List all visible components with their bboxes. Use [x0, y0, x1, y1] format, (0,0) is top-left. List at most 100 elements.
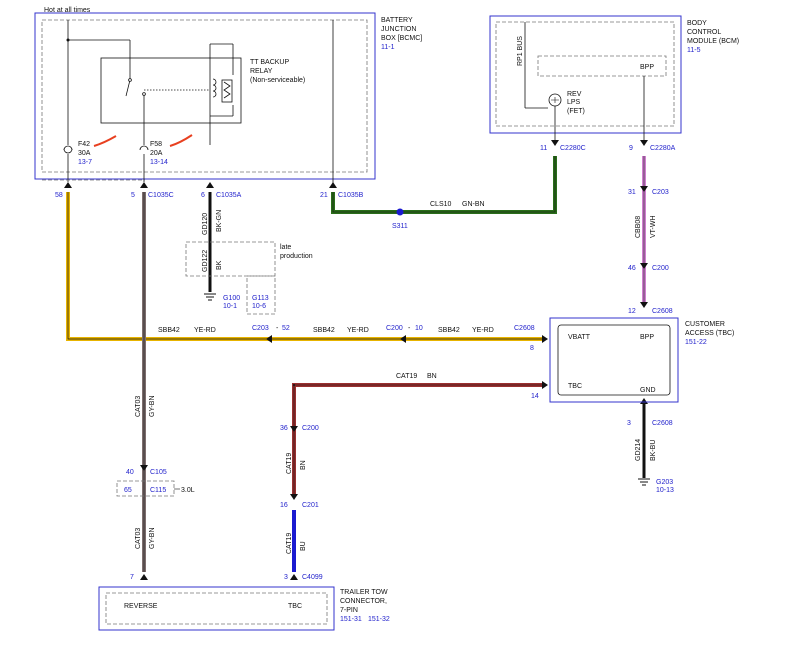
bcm-ref: 11-5	[687, 47, 701, 54]
sbb42-c2608-label: C2608	[514, 325, 535, 332]
tbc-vbatt-label: VBATT	[568, 334, 591, 341]
cat19-circuit-label: CAT19	[396, 373, 417, 380]
hot-at-all-times-label: Hot at all times	[44, 7, 91, 14]
sbb42-c200-pin: 10	[415, 325, 423, 332]
tbc-pin-14: 14	[531, 393, 539, 400]
tbc-gnd-conn: C2608	[652, 420, 673, 427]
sbb42-c203-pin: 52	[282, 325, 290, 332]
sbb42-seg1-color: YE-RD	[194, 327, 216, 334]
arrow-bjb-5	[140, 182, 148, 188]
sbb42-seg2-color: YE-RD	[347, 327, 369, 334]
tbc-title-line-2: ACCESS (TBC)	[685, 330, 734, 337]
cat19-c4099-conn: C4099	[302, 574, 323, 581]
bjb-pin-21: 21	[320, 192, 328, 199]
sbb42-seg2-circuit: SBB42	[313, 327, 335, 334]
relay-contact-dot	[128, 78, 132, 82]
bjb-inner-dashed	[41, 19, 368, 173]
gd122-color-label: BK	[216, 260, 223, 270]
bcm-conn-c2280a: C2280A	[650, 145, 676, 152]
arrow-tbc-pin-8	[542, 335, 548, 343]
wire-cls10-core	[332, 156, 556, 213]
violet-conn-c200: C200	[652, 265, 669, 272]
relay-title-line-3: (Non-serviceable)	[250, 77, 305, 84]
bcm-bpp-dashed	[537, 55, 667, 77]
g203-ref: 10-13	[656, 487, 674, 494]
tbc-bpp-label: BPP	[640, 334, 654, 341]
bcm-bus-label: RP1 BUS	[517, 36, 524, 66]
wire-cls10	[331, 156, 557, 214]
bjb-conn-c1035a: C1035A	[216, 192, 242, 199]
arrow-c2608-gnd	[640, 398, 648, 404]
tbc-title-line-1: CUSTOMER	[685, 321, 725, 328]
g100-label: G100	[223, 295, 240, 302]
relay-contact-dot-2	[142, 92, 146, 96]
bjb-title-line-2: JUNCTION	[381, 26, 416, 33]
relay-title-line-1: TT BACKUP	[250, 59, 289, 66]
wire-cat19-brown	[292, 383, 545, 497]
trailer-title-line-1: TRAILER TOW	[340, 589, 388, 596]
fet-label-line-3: (FET)	[567, 108, 585, 115]
g203-label: G203	[656, 479, 673, 486]
bcm-pin-11: 11	[540, 145, 547, 152]
wire-sbb42-core	[67, 192, 545, 340]
cat03-pin-7: 7	[130, 574, 134, 581]
trailer-ref-1: 151-31	[340, 616, 362, 623]
wire-sbb42-yellow	[66, 192, 545, 341]
arrow-bcm-11	[551, 140, 559, 146]
late-production-line-2: production	[280, 253, 313, 260]
violet-pin-12: 12	[628, 308, 636, 315]
fuse-f58-mark-icon	[169, 134, 193, 147]
tbc-tbc-label: TBC	[568, 383, 582, 390]
sbb42-c203-dash: -	[276, 325, 279, 332]
arrow-c200-brown	[290, 426, 298, 432]
cat03-wire1-label: CAT03	[135, 396, 142, 417]
fuse-f42-ref: 13-7	[78, 159, 92, 166]
fuse-f58-icon	[139, 145, 149, 151]
battery-junction-box: Hot at all times BATTERY JUNCTION BOX [B…	[34, 7, 422, 199]
sbb42-seg1-circuit: SBB42	[158, 327, 180, 334]
bjb-pin-5: 5	[131, 192, 135, 199]
ground-g203-icon	[638, 478, 650, 486]
cat19-color-label: BN	[427, 373, 437, 380]
late-production-line-1: late	[280, 244, 291, 251]
relay-coil-icon	[212, 78, 233, 103]
bjb-title-line-1: BATTERY	[381, 17, 413, 24]
bjb-conn-c1035c: C1035C	[148, 192, 174, 199]
tbc-ref: 151-22	[685, 339, 707, 346]
bcm-title-line-3: MODULE (BCM)	[687, 38, 739, 45]
trailer-ref-2: 151-32	[368, 616, 390, 623]
wire-cat19-brown-core	[293, 384, 545, 497]
arrow-c200-violet	[640, 263, 648, 269]
arrow-bcm-9	[640, 140, 648, 146]
wire-sbb42	[66, 192, 545, 341]
wire-cat19-brown-path	[292, 383, 545, 497]
cat19-wire2-label: CAT19	[286, 453, 293, 474]
cat19-color3-label: BU	[300, 541, 307, 551]
cat03-color2-label: GY-BN	[149, 527, 156, 549]
arrow-bjb-21	[329, 182, 337, 188]
fet-symbol-icon	[551, 97, 559, 103]
trailer-reverse-label: REVERSE	[124, 603, 158, 610]
arrow-bjb-6	[206, 182, 214, 188]
cat19-c200-conn: C200	[302, 425, 319, 432]
customer-access-module: VBATT BPP TBC GND CUSTOMER ACCESS (TBC) …	[531, 317, 734, 494]
trailer-title-line-2: CONNECTOR,	[340, 598, 387, 605]
sbb42-seg3-circuit: SBB42	[438, 327, 460, 334]
arrow-bjb-58	[64, 182, 72, 188]
trailer-tow-connector: REVERSE TBC TRAILER TOW CONNECTOR, 7-PIN…	[98, 586, 390, 631]
bcm-outline	[489, 15, 682, 134]
bjb-internal-wiring	[67, 20, 334, 188]
arrow-c203-yellow	[266, 335, 272, 343]
bcm-bpp-label: BPP	[640, 64, 654, 71]
trailer-title-line-3: 7-PIN	[340, 607, 358, 614]
arrow-c2608-violet	[640, 302, 648, 308]
ground-top-section: GD120 BK-GN late production GD122 BK G10…	[185, 210, 313, 315]
cat03-c105-conn: C105	[150, 469, 167, 476]
fuse-f42-icon	[63, 145, 73, 154]
fet-label-line-2: LPS	[567, 99, 581, 106]
bjb-conn-c1035b: C1035B	[338, 192, 364, 199]
cbb08-wire-label: CBB08	[635, 216, 642, 238]
bcm-pin-9: 9	[629, 145, 633, 152]
late-production-dashed	[185, 241, 276, 277]
splice-s311-label: S311	[392, 223, 408, 230]
